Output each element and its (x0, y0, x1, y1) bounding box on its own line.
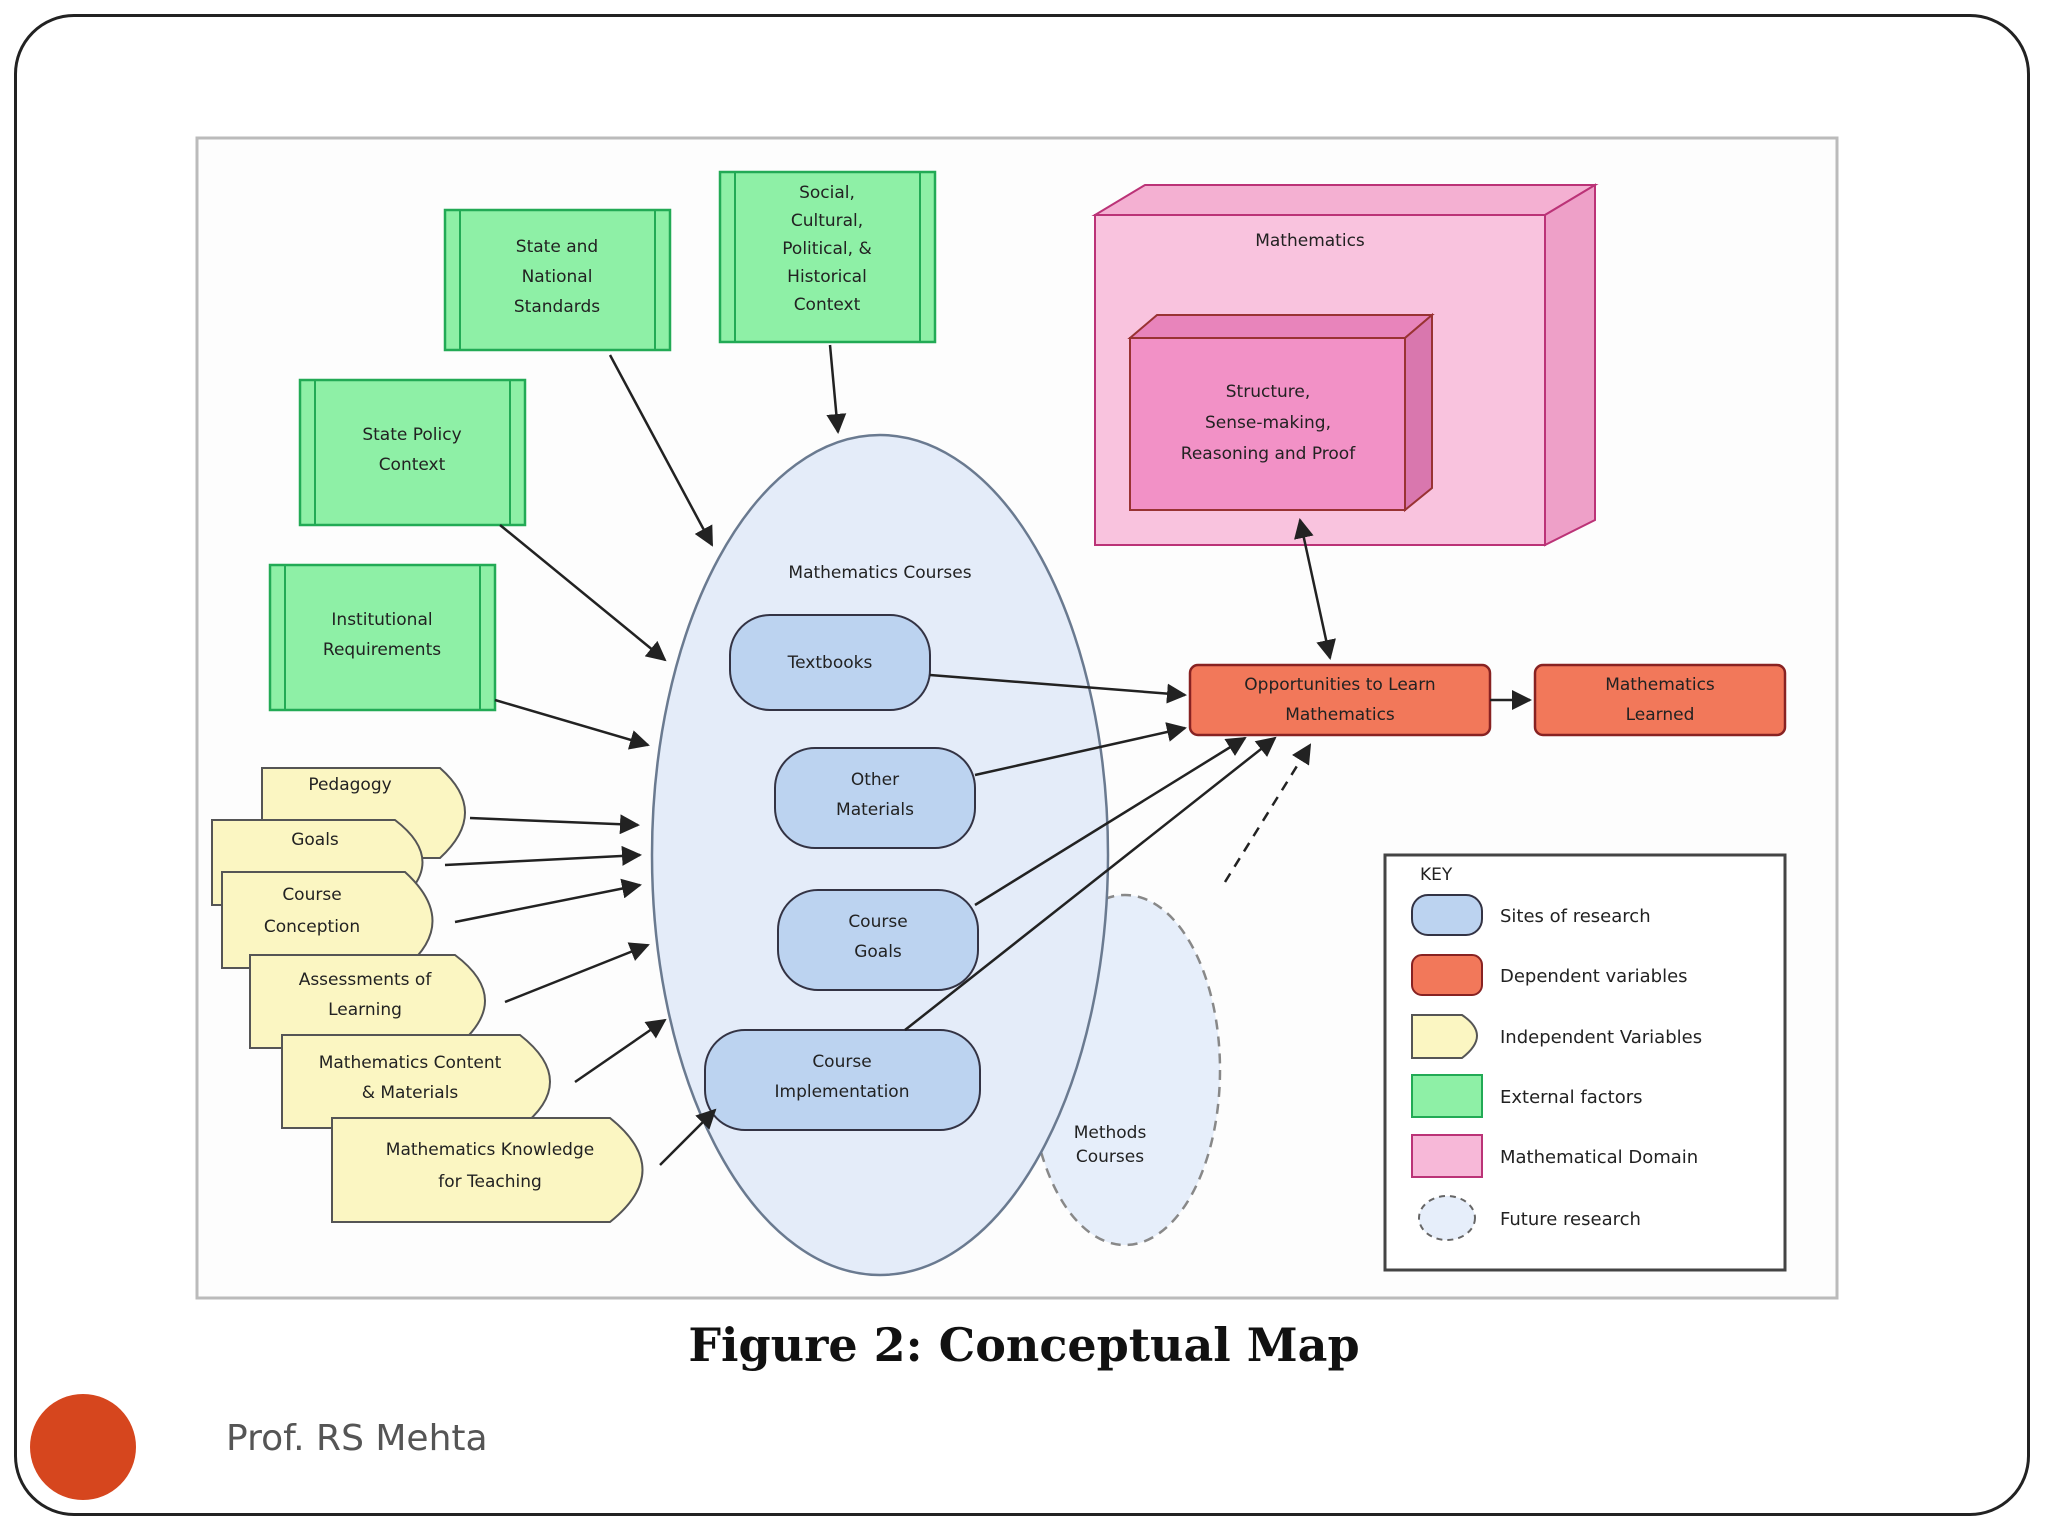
iv4-line-1: Assessments of (299, 970, 433, 990)
iv1-line-1: Pedagogy (308, 775, 391, 795)
course-item-textbooks (729, 614, 931, 711)
iv5-line-2: & Materials (362, 1083, 459, 1103)
ext2-line-2: Cultural, (791, 211, 863, 231)
figure-caption: Figure 2: Conceptual Map (688, 1318, 1360, 1372)
iv6-line-1: Mathematics Knowledge (386, 1140, 594, 1160)
dv1-line-2: Mathematics (1285, 705, 1395, 725)
iv-math-knowledge-shape (331, 1117, 644, 1223)
ext3-line-1: State Policy (362, 425, 461, 445)
legend-label-math-domain: Mathematical Domain (1500, 1147, 1698, 1168)
future-region-label-line-1: Methods (1074, 1123, 1147, 1143)
course-item-other-materials (774, 747, 976, 849)
mathematics-box-label: Mathematics (1255, 231, 1365, 251)
iv3-line-2: Conception (264, 917, 360, 937)
c4-line-2: Implementation (775, 1082, 910, 1102)
ext1-line-3: Standards (514, 297, 600, 317)
math-inner-box (1127, 312, 1435, 513)
iv3-line-1: Course (282, 885, 341, 905)
c2-line-1: Other (851, 770, 899, 790)
legend-label-sites: Sites of research (1500, 906, 1651, 927)
c2-line-2: Materials (836, 800, 914, 820)
external-factor-state-policy (298, 378, 527, 527)
legend-label-future: Future research (1500, 1209, 1641, 1230)
ext2-line-5: Context (794, 295, 861, 315)
course-item-implementation (704, 1029, 981, 1131)
external-factor-institutional (268, 563, 497, 712)
mathematics-courses-region (650, 433, 1110, 1277)
dv2-line-2: Learned (1626, 705, 1695, 725)
ext1-line-2: National (522, 267, 593, 287)
mathematics-courses-label: Mathematics Courses (788, 563, 971, 583)
legend-swatch-external (1411, 1074, 1483, 1118)
ext4-line-2: Requirements (323, 640, 441, 660)
legend-title: KEY (1420, 865, 1453, 885)
external-factor-social-context (718, 170, 937, 344)
c3-line-1: Course (848, 912, 907, 932)
iv-math-content-shape (281, 1034, 551, 1129)
dv1-line-1: Opportunities to Learn (1244, 675, 1435, 695)
math-inner-line-2: Sense-making, (1205, 413, 1331, 433)
future-region-label-line-2: Courses (1076, 1147, 1144, 1167)
c3-line-2: Goals (854, 942, 902, 962)
ext3-line-2: Context (379, 455, 446, 475)
course-item-course-goals (777, 889, 979, 991)
legend-swatch-dependent (1411, 954, 1483, 996)
legend-label-dependent: Dependent variables (1500, 966, 1688, 987)
legend-label-external: External factors (1500, 1087, 1643, 1108)
math-inner-line-1: Structure, (1226, 382, 1311, 402)
legend-swatch-math-domain (1411, 1134, 1483, 1178)
arrows (444, 344, 1532, 1166)
footer-bullet (30, 1394, 136, 1500)
legend-swatch-sites (1411, 894, 1483, 936)
dv-mathematics-learned (1533, 663, 1787, 737)
iv6-line-2: for Teaching (438, 1172, 542, 1192)
ext4-line-1: Institutional (331, 610, 432, 630)
c4-line-1: Course (812, 1052, 871, 1072)
iv5-line-1: Mathematics Content (319, 1053, 502, 1073)
ext2-line-1: Social, (799, 183, 855, 203)
dv2-line-1: Mathematics (1605, 675, 1715, 695)
c1-line-1: Textbooks (787, 653, 873, 673)
iv4-line-2: Learning (328, 1000, 402, 1020)
legend-swatch-independent (1411, 1014, 1478, 1059)
legend-label-independent: Independent Variables (1500, 1027, 1702, 1048)
iv2-line-1: Goals (291, 830, 339, 850)
author-name: Prof. RS Mehta (226, 1418, 488, 1459)
ext2-line-4: Historical (787, 267, 867, 287)
legend-swatch-future (1418, 1195, 1476, 1241)
ext2-line-3: Political, & (782, 239, 871, 259)
external-factor-state-standards (443, 208, 672, 352)
math-inner-line-3: Reasoning and Proof (1181, 444, 1356, 464)
ext1-line-1: State and (516, 237, 598, 257)
